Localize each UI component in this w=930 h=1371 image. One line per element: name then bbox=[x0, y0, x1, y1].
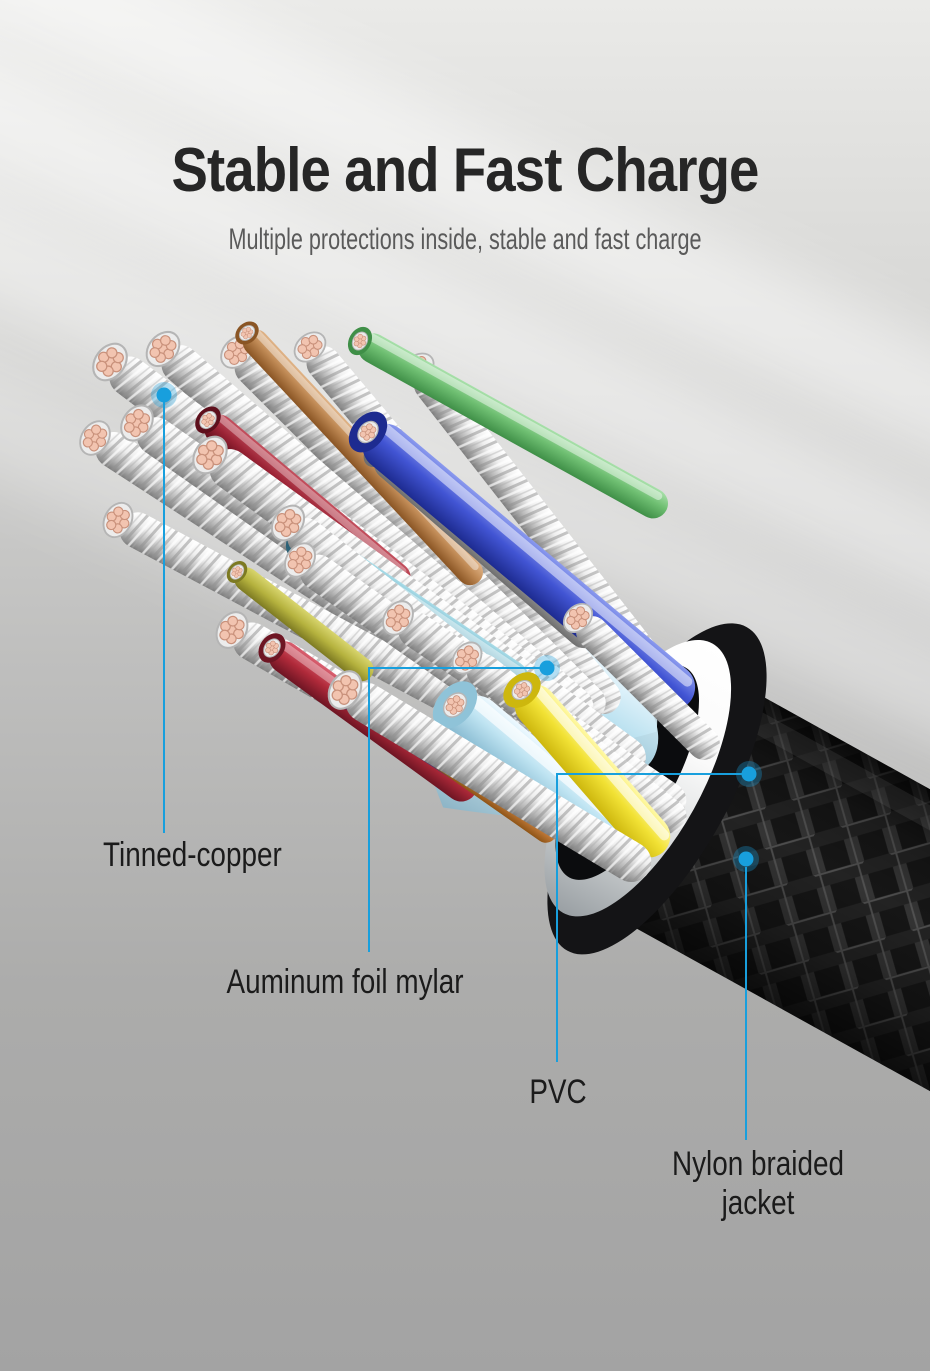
wire-bundle bbox=[73, 321, 720, 883]
page-title: Stable and Fast Charge bbox=[171, 136, 759, 205]
label-tinned-copper: Tinned-copper bbox=[103, 836, 282, 874]
label-nylon-braided-jacket: Nylon braided jacket bbox=[671, 1145, 845, 1223]
wire-yellow bbox=[503, 672, 671, 858]
callout-line-aluminum-foil-mylar bbox=[368, 667, 547, 952]
nylon-braided-jacket-surface bbox=[601, 678, 930, 1210]
callout-line-pvc bbox=[556, 773, 749, 1062]
callout-dot-tinned-copper bbox=[151, 382, 177, 408]
page-subtitle: Multiple protections inside, stable and … bbox=[228, 223, 702, 256]
callout-dot-pvc bbox=[736, 761, 762, 787]
wire-tinned-copper bbox=[557, 597, 720, 760]
wire-green bbox=[347, 326, 668, 519]
label-pvc: PVC bbox=[529, 1073, 587, 1111]
callout-dot-aluminum-foil-mylar bbox=[534, 655, 560, 681]
callout-lines bbox=[151, 382, 762, 1140]
callout-dot-nylon-braided-jacket bbox=[733, 846, 759, 872]
wire-tinned-copper bbox=[321, 664, 652, 883]
wire-olive bbox=[226, 561, 374, 682]
label-aluminum-foil-mylar: Auminum foil mylar bbox=[226, 963, 464, 1001]
